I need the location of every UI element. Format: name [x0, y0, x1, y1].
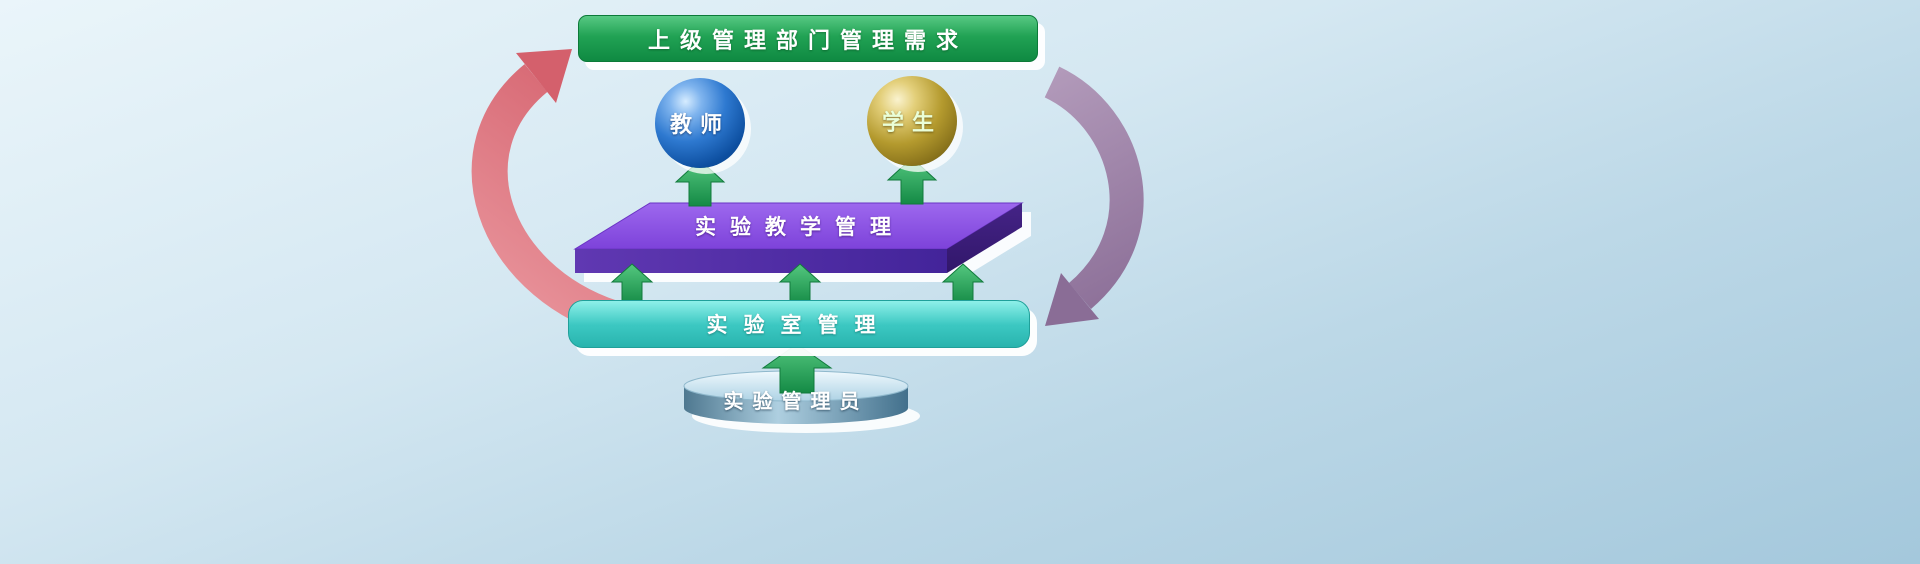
lab-label: 实验室管理	[706, 313, 892, 337]
up-arrow-icon	[674, 159, 726, 207]
teacher-sphere: 教师	[655, 78, 745, 168]
flow-arrow-icon	[1044, 66, 1144, 326]
admin-cylinder-label: 实验管理员	[723, 389, 869, 413]
up-arrow-icon	[761, 343, 833, 394]
teacher-label: 教师	[669, 113, 730, 138]
platform-label: 实验教学管理	[695, 215, 905, 239]
lab-management-bar: 实验室管理	[568, 300, 1030, 348]
feedback-arrow-icon	[471, 49, 619, 336]
student-label: 学生	[881, 111, 942, 136]
banner-label: 上级管理部门管理需求	[647, 28, 968, 54]
student-sphere: 学生	[867, 76, 957, 166]
banner-top-requirements: 上级管理部门管理需求	[578, 15, 1038, 62]
platform-3d	[573, 202, 1024, 273]
up-arrow-icon	[886, 157, 938, 205]
